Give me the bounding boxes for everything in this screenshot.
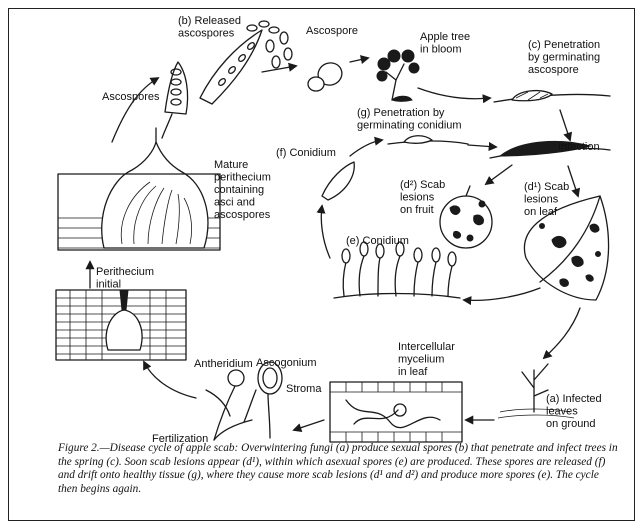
arrow-fertilization-to-perithecium <box>144 362 196 398</box>
arrow-conidia-to-conidium-f <box>321 206 330 258</box>
perithecium-initial-drawing <box>56 290 186 360</box>
penetration-conidium-drawing <box>388 136 468 144</box>
arrow-mycelium-to-fertilization <box>294 420 324 430</box>
label-stroma: Stroma <box>286 383 322 395</box>
label-ascogonium: Ascogonium <box>256 357 317 369</box>
arrow-infection-to-leaf <box>568 166 578 196</box>
mycelium-drawing <box>330 382 462 442</box>
label-ascospores: Ascospores <box>102 91 160 103</box>
arrow-leaf-to-conidia <box>464 288 540 300</box>
single-ascospore-drawing <box>308 60 345 91</box>
arrow-ascospore-to-tree <box>350 58 368 62</box>
figure-caption: Figure 2.—Disease cycle of apple scab: O… <box>58 442 618 496</box>
label-infection: Infection <box>558 141 600 153</box>
scab-fruit-drawing <box>440 186 492 248</box>
mature-perithecium-drawing <box>58 128 220 250</box>
arrow-penetration-to-infection <box>560 110 570 140</box>
apple-bloom-drawing <box>377 50 419 102</box>
arrow-infection-to-fruit <box>486 165 512 184</box>
arrow-conidium-f-to-penetration <box>350 140 382 156</box>
arrow-tree-to-penetration <box>418 88 490 99</box>
arrow-ascospores-to-released <box>112 78 158 142</box>
label-conidium-e: (e) Conidium <box>346 235 409 247</box>
penetration-ascospore-drawing <box>494 91 610 102</box>
label-antheridium: Antheridium <box>194 358 253 370</box>
arrow-conidium-g-to-infection <box>468 145 496 147</box>
label-ascospore: Ascospore <box>306 25 358 37</box>
fertilization-drawing <box>206 362 282 440</box>
conidiophores-drawing <box>334 242 460 298</box>
conidium-f-drawing <box>322 162 354 200</box>
label-conidium-f: (f) Conidium <box>276 147 336 159</box>
arrow-leaf-to-ground <box>544 308 580 358</box>
ascus-drawing <box>162 62 188 138</box>
